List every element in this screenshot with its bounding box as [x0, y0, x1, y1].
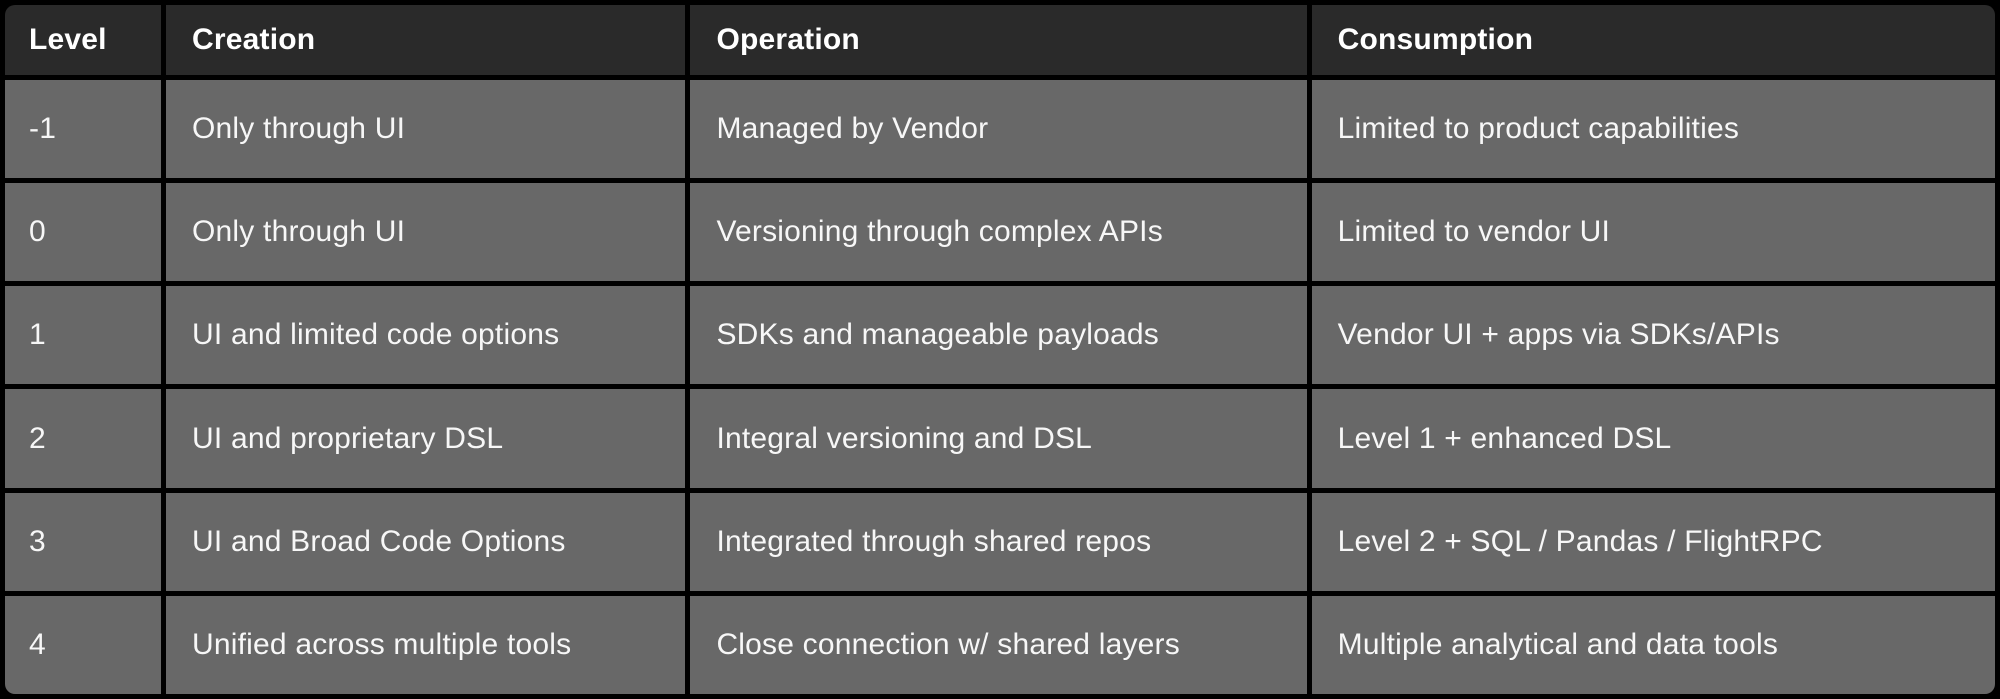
cell-creation: UI and Broad Code Options — [166, 492, 686, 591]
cell-level: 3 — [5, 492, 162, 591]
table-header: Level Creation Operation Consumption — [5, 5, 1995, 75]
cell-level: 0 — [5, 183, 162, 282]
cell-operation: Integrated through shared repos — [690, 492, 1307, 591]
table-row: 1 UI and limited code options SDKs and m… — [5, 286, 1995, 385]
cell-level: -1 — [5, 80, 162, 179]
cell-consumption: Limited to vendor UI — [1311, 183, 1995, 282]
cell-operation: SDKs and manageable payloads — [690, 286, 1307, 385]
table-row: -1 Only through UI Managed by Vendor Lim… — [5, 80, 1995, 179]
cell-consumption: Limited to product capabilities — [1311, 80, 1995, 179]
cell-creation: Only through UI — [166, 183, 686, 282]
cell-level: 2 — [5, 389, 162, 488]
column-header-creation: Creation — [166, 5, 686, 75]
cell-operation: Close connection w/ shared layers — [690, 595, 1307, 694]
cell-creation: UI and proprietary DSL — [166, 389, 686, 488]
cell-consumption: Level 1 + enhanced DSL — [1311, 389, 1995, 488]
cell-creation: UI and limited code options — [166, 286, 686, 385]
table-body: -1 Only through UI Managed by Vendor Lim… — [5, 80, 1995, 694]
cell-creation: Unified across multiple tools — [166, 595, 686, 694]
cell-operation: Integral versioning and DSL — [690, 389, 1307, 488]
header-row: Level Creation Operation Consumption — [5, 5, 1995, 75]
column-header-level: Level — [5, 5, 162, 75]
table-row: 0 Only through UI Versioning through com… — [5, 183, 1995, 282]
column-header-operation: Operation — [690, 5, 1307, 75]
table-row: 2 UI and proprietary DSL Integral versio… — [5, 389, 1995, 488]
cell-level: 1 — [5, 286, 162, 385]
cell-consumption: Multiple analytical and data tools — [1311, 595, 1995, 694]
cell-consumption: Level 2 + SQL / Pandas / FlightRPC — [1311, 492, 1995, 591]
cell-operation: Managed by Vendor — [690, 80, 1307, 179]
cell-creation: Only through UI — [166, 80, 686, 179]
table-row: 3 UI and Broad Code Options Integrated t… — [5, 492, 1995, 591]
cell-level: 4 — [5, 595, 162, 694]
column-header-consumption: Consumption — [1311, 5, 1995, 75]
cell-operation: Versioning through complex APIs — [690, 183, 1307, 282]
cell-consumption: Vendor UI + apps via SDKs/APIs — [1311, 286, 1995, 385]
table-row: 4 Unified across multiple tools Close co… — [5, 595, 1995, 694]
